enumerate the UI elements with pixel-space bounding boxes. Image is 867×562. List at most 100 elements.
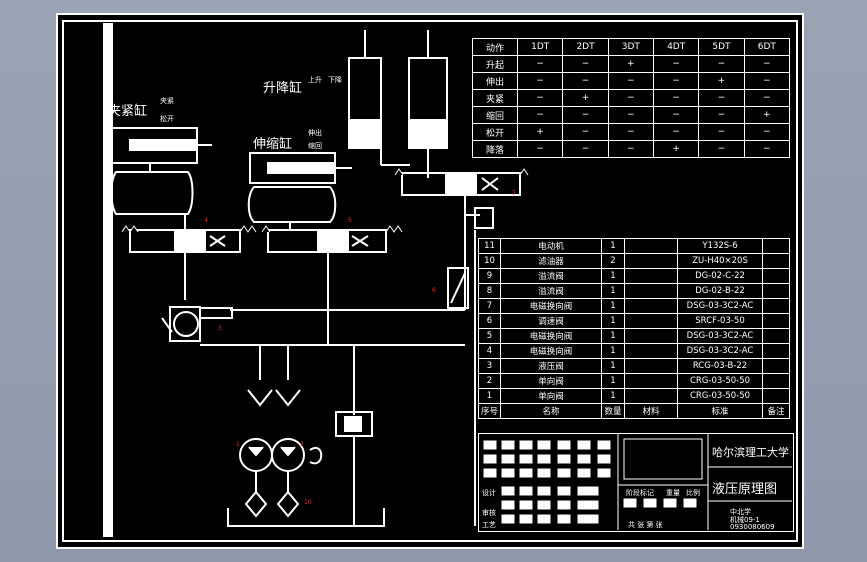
truth-header: 2DT [562, 38, 609, 56]
truth-cell: − [698, 106, 745, 124]
filter-right [275, 389, 301, 407]
sheets-label: 共 张 第 张 [628, 521, 663, 529]
svg-text:3: 3 [218, 325, 222, 332]
truth-cell: − [743, 55, 791, 73]
part-no: 2 [477, 373, 502, 389]
truth-cell: − [562, 55, 609, 73]
truth-cell: − [652, 55, 700, 73]
filter-diamond-left [244, 490, 268, 518]
part-no: 11 [477, 238, 502, 254]
part-name: 电磁换向阀 [500, 343, 603, 359]
part-name: 电磁换向阀 [500, 298, 603, 314]
truth-cell: − [517, 72, 564, 90]
truth-row: 伸出−−−−+− [471, 72, 791, 90]
truth-cell: + [698, 72, 745, 90]
weight-label: 重量 [666, 489, 680, 497]
truth-cell: − [652, 123, 700, 141]
scale-label: 比例 [686, 489, 700, 497]
part-no: 10 [477, 253, 502, 269]
part-name: 调速阀 [500, 313, 603, 329]
header-name: 名称 [500, 403, 603, 419]
design-label: 设计 [482, 489, 496, 497]
part-no: 1 [477, 388, 502, 404]
header-material: 材料 [624, 403, 679, 419]
part-spec: SRCF-03-50 [677, 313, 764, 329]
truth-action: 升起 [471, 55, 519, 73]
part-qty: 1 [601, 298, 626, 314]
part-spec: DSG-03-3C2-AC [677, 328, 764, 344]
part-no: 3 [477, 358, 502, 374]
clamp-release-label: 松开 [160, 115, 174, 123]
drawing-border [62, 20, 798, 542]
clamp-cylinder-label: 夹紧缸 [108, 104, 148, 119]
truth-cell: − [743, 140, 791, 158]
truth-cell: − [743, 89, 791, 107]
telescopic-back-label: 缩回 [308, 142, 322, 150]
truth-cell: − [698, 89, 745, 107]
truth-cell: − [562, 123, 609, 141]
truth-cell: − [743, 72, 791, 90]
part-qty: 1 [601, 283, 626, 299]
part-no: 4 [477, 343, 502, 359]
truth-cell: + [652, 140, 700, 158]
process-label: 工艺 [482, 521, 496, 529]
svg-text:6: 6 [432, 287, 436, 294]
group-label: 机械09-1 [730, 516, 760, 524]
truth-cell: − [562, 106, 609, 124]
truth-cell: − [562, 72, 609, 90]
part-name: 溢流阀 [500, 283, 603, 299]
filter-diamond-right [276, 490, 300, 518]
truth-cell: − [743, 123, 791, 141]
part-spec: CRG-03-50-50 [677, 373, 764, 389]
part-name: 液压阀 [500, 358, 603, 374]
part-spec: RCG-03-B-22 [677, 358, 764, 374]
truth-cell: − [517, 106, 564, 124]
svg-text:5: 5 [348, 217, 352, 224]
part-spec: DSG-03-3C2-AC [677, 298, 764, 314]
truth-cell: − [698, 55, 745, 73]
truth-cell: − [607, 106, 654, 124]
truth-row: 降落−−−+−− [471, 140, 791, 158]
truth-row: 夹紧−+−−−− [471, 89, 791, 107]
part-name: 溢流阀 [500, 268, 603, 284]
lift-cylinder-label: 升降缸 [263, 81, 303, 96]
part-qty: 1 [601, 313, 626, 329]
filter-left [247, 389, 273, 407]
truth-action: 伸出 [471, 72, 519, 90]
truth-cell: + [607, 55, 654, 73]
part-spec: DG-02-C-22 [677, 268, 764, 284]
check-valve-box [169, 306, 201, 342]
truth-action: 降落 [471, 140, 519, 158]
lift-relief [474, 207, 494, 229]
truth-cell: − [562, 140, 609, 158]
truth-cell: − [607, 123, 654, 141]
part-name: 电磁换向阀 [500, 328, 603, 344]
stage-mark: 阶段标记 [626, 489, 654, 497]
part-qty: 1 [601, 268, 626, 284]
lift-down-label: 下降 [328, 76, 342, 84]
part-no: 8 [477, 283, 502, 299]
clamp-state-label: 夹紧 [160, 97, 174, 105]
valve-clamp [129, 229, 241, 253]
truth-cell: − [607, 140, 654, 158]
truth-cell: − [607, 89, 654, 107]
truth-cell: + [743, 106, 791, 124]
svg-text:4: 4 [204, 217, 208, 224]
truth-action: 松开 [471, 123, 519, 141]
truth-header: 6DT [743, 38, 791, 56]
part-name: 滤油器 [500, 253, 603, 269]
header-note: 备注 [762, 403, 790, 419]
part-qty: 1 [601, 373, 626, 389]
part-no: 5 [477, 328, 502, 344]
part-qty: 1 [601, 343, 626, 359]
parts-header: 序号名称数量材料标准备注 [477, 403, 790, 419]
truth-cell: − [652, 72, 700, 90]
